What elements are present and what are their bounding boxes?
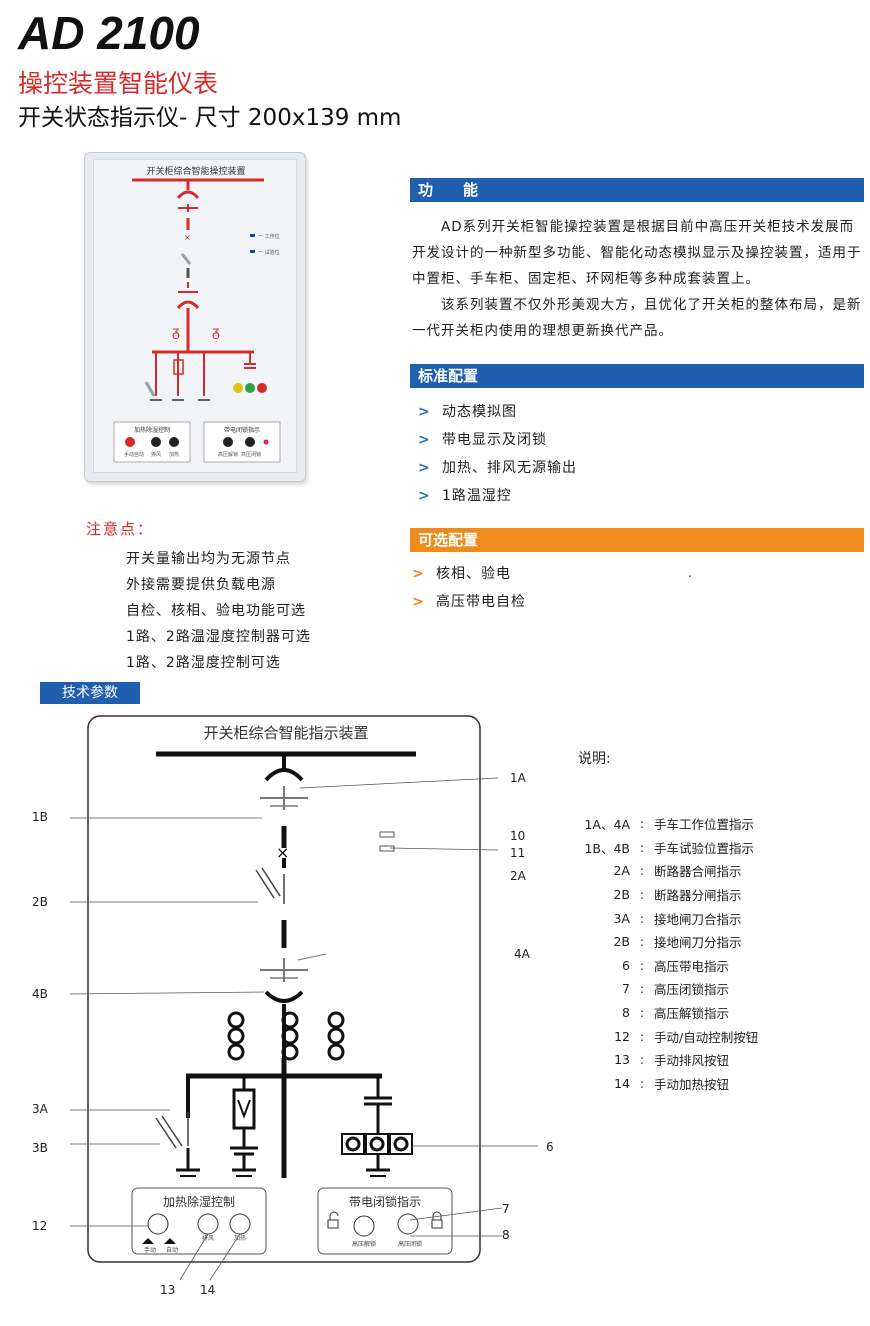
legend-row: 7:高压闭锁指示 [622,981,730,998]
list-item: >核相、验电 [408,560,848,588]
legend-row: 8:高压解锁指示 [622,1005,730,1022]
callout-6: 6 [546,1140,554,1154]
list-item: >带电显示及闭锁 [414,426,854,454]
chevron-right-icon: > [418,460,431,476]
photo-label-heat: 加热 [169,451,179,458]
callout-10: 10 [510,829,525,843]
callout-14: 14 [200,1283,215,1297]
unlock-icon [327,1211,339,1229]
list-item: >动态模拟图 [414,398,854,426]
chevron-right-icon: > [412,594,425,610]
section-function-heading: 功 能 [410,178,864,202]
photo-label-unlock: 高压解锁 [218,451,238,458]
photo-label-auto: 自动 [134,451,144,458]
photo-label-lock: 高压闭锁 [241,451,261,458]
callout-1B: 1B [32,810,48,824]
diagram-label-heat: 加热 [234,1234,246,1242]
photo-right-box-title: 带电闭锁指示 [224,426,260,434]
svg-text:ᵹ: ᵹ [212,324,220,340]
photo-left-box-title: 加热除湿控制 [134,426,170,434]
section-standard-heading: 标准配置 [410,364,864,388]
photo-legend-test: 一 试验位 [258,249,280,256]
callout-2B: 2B [32,895,48,909]
section-optional-heading: 可选配置 [410,528,864,552]
note-item: 1路、2路温湿度控制器可选 [126,629,311,645]
note-item: 外接需要提供负载电源 [126,577,276,593]
callout-4A: 4A [514,947,531,961]
legend-row: 2A:断路器合闸指示 [613,863,742,880]
legend-row: 14:手动加热按钮 [614,1075,730,1092]
diagram-label-fan: 排风 [202,1234,214,1242]
diagram-panel-title: 开关柜综合智能指示装置 [203,724,368,742]
photo-legend-work: 一 工作位 [258,233,280,240]
svg-text:×: × [184,233,191,242]
legend-title: 说明: [578,751,611,767]
legend-row: 1B、4B:手车试验位置指示 [584,839,755,856]
chevron-right-icon: > [418,432,431,448]
callout-12: 12 [32,1219,47,1233]
notes-title: 注意点： [86,520,155,538]
product-size-line: 开关状态指示仪- 尺寸 200x139 mm [18,105,402,131]
legend-row: 2B:接地闸刀分指示 [613,934,742,951]
svg-text:×: × [276,843,289,862]
callout-8: 8 [502,1228,510,1242]
diagram-right-box-title: 带电闭锁指示 [349,1194,421,1209]
callout-3B: 3B [32,1141,48,1155]
diagram-label-manual: 手动 [144,1246,156,1254]
legend-list: 1A、4A:手车工作位置指示 1B、4B:手车试验位置指示 2A:断路器合闸指示… [560,812,850,1095]
legend-row: 12:手动/自动控制按钮 [614,1028,759,1045]
chevron-right-icon: > [418,488,431,504]
photo-label-fan: 排风 [151,451,161,458]
function-paragraph-2: 该系列装置不仅外形美观大方，且优化了开关柜的整体布局，是新一代开关柜内使用的理想… [412,297,862,339]
photo-mimic-diagram: 开关柜综合智能操控装置 × ᵹ ᵹ [113,165,281,463]
list-item: >1路温湿控 [414,482,854,510]
product-photo: 开关柜综合智能操控装置 × ᵹ ᵹ [84,152,306,482]
legend-row: 1A、4A:手车工作位置指示 [584,816,755,833]
lock-icon [431,1211,443,1229]
note-item: 开关量输出均为无源节点 [126,551,291,567]
callout-3A: 3A [32,1102,49,1116]
callout-11: 11 [510,846,525,860]
note-item: 自检、核相、验电功能可选 [126,603,306,619]
callout-2A: 2A [510,869,527,883]
callout-7: 7 [502,1202,510,1216]
legend-row: 3A:接地闸刀合指示 [613,910,742,927]
photo-label-manual: 手动 [124,451,134,458]
list-item: >高压带电自检 [408,588,848,616]
diagram-label-unlock: 高压解锁 [352,1240,376,1248]
stray-dot: . [688,566,692,580]
technical-diagram: 开关柜综合智能指示装置 × [32,715,554,1297]
diagram-label-auto: 自动 [166,1246,178,1254]
chevron-right-icon: > [412,566,425,582]
legend-row: 2B:断路器分闸指示 [613,887,742,904]
legend-row: 13:手动排风按钮 [614,1052,730,1069]
callout-13: 13 [160,1283,175,1297]
photo-panel-title: 开关柜综合智能操控装置 [146,165,245,177]
section-tech-heading: 技术参数 [40,682,140,704]
function-description: AD系列开关柜智能操控装置是根据目前中高压开关柜技术发展而开发设计的一种新型多功… [412,214,864,344]
optional-list: >核相、验电 >高压带电自检 [408,560,848,616]
panel-outline [87,715,481,1263]
diagram-label-lock: 高压闭锁 [398,1240,422,1248]
photo-face: 开关柜综合智能操控装置 × ᵹ ᵹ [93,159,297,473]
legend-row: 6:高压带电指示 [622,957,730,974]
callout-1A: 1A [510,771,527,785]
callout-4B: 4B [32,987,48,1001]
list-item: >加热、排风无源输出 [414,454,854,482]
product-title: AD 2100 [18,7,200,59]
diagram-left-box-title: 加热除湿控制 [163,1194,235,1209]
chevron-right-icon: > [418,404,431,420]
svg-text:ᵹ: ᵹ [172,324,180,340]
note-item: 1路、2路湿度控制可选 [126,655,281,671]
notes-list: 开关量输出均为无源节点 外接需要提供负载电源 自检、核相、验电功能可选 1路、2… [126,546,406,676]
function-paragraph-1: AD系列开关柜智能操控装置是根据目前中高压开关柜技术发展而开发设计的一种新型多功… [412,219,862,287]
standard-list: >动态模拟图 >带电显示及闭锁 >加热、排风无源输出 >1路温湿控 [414,398,854,510]
product-subtitle: 操控装置智能仪表 [18,69,219,98]
